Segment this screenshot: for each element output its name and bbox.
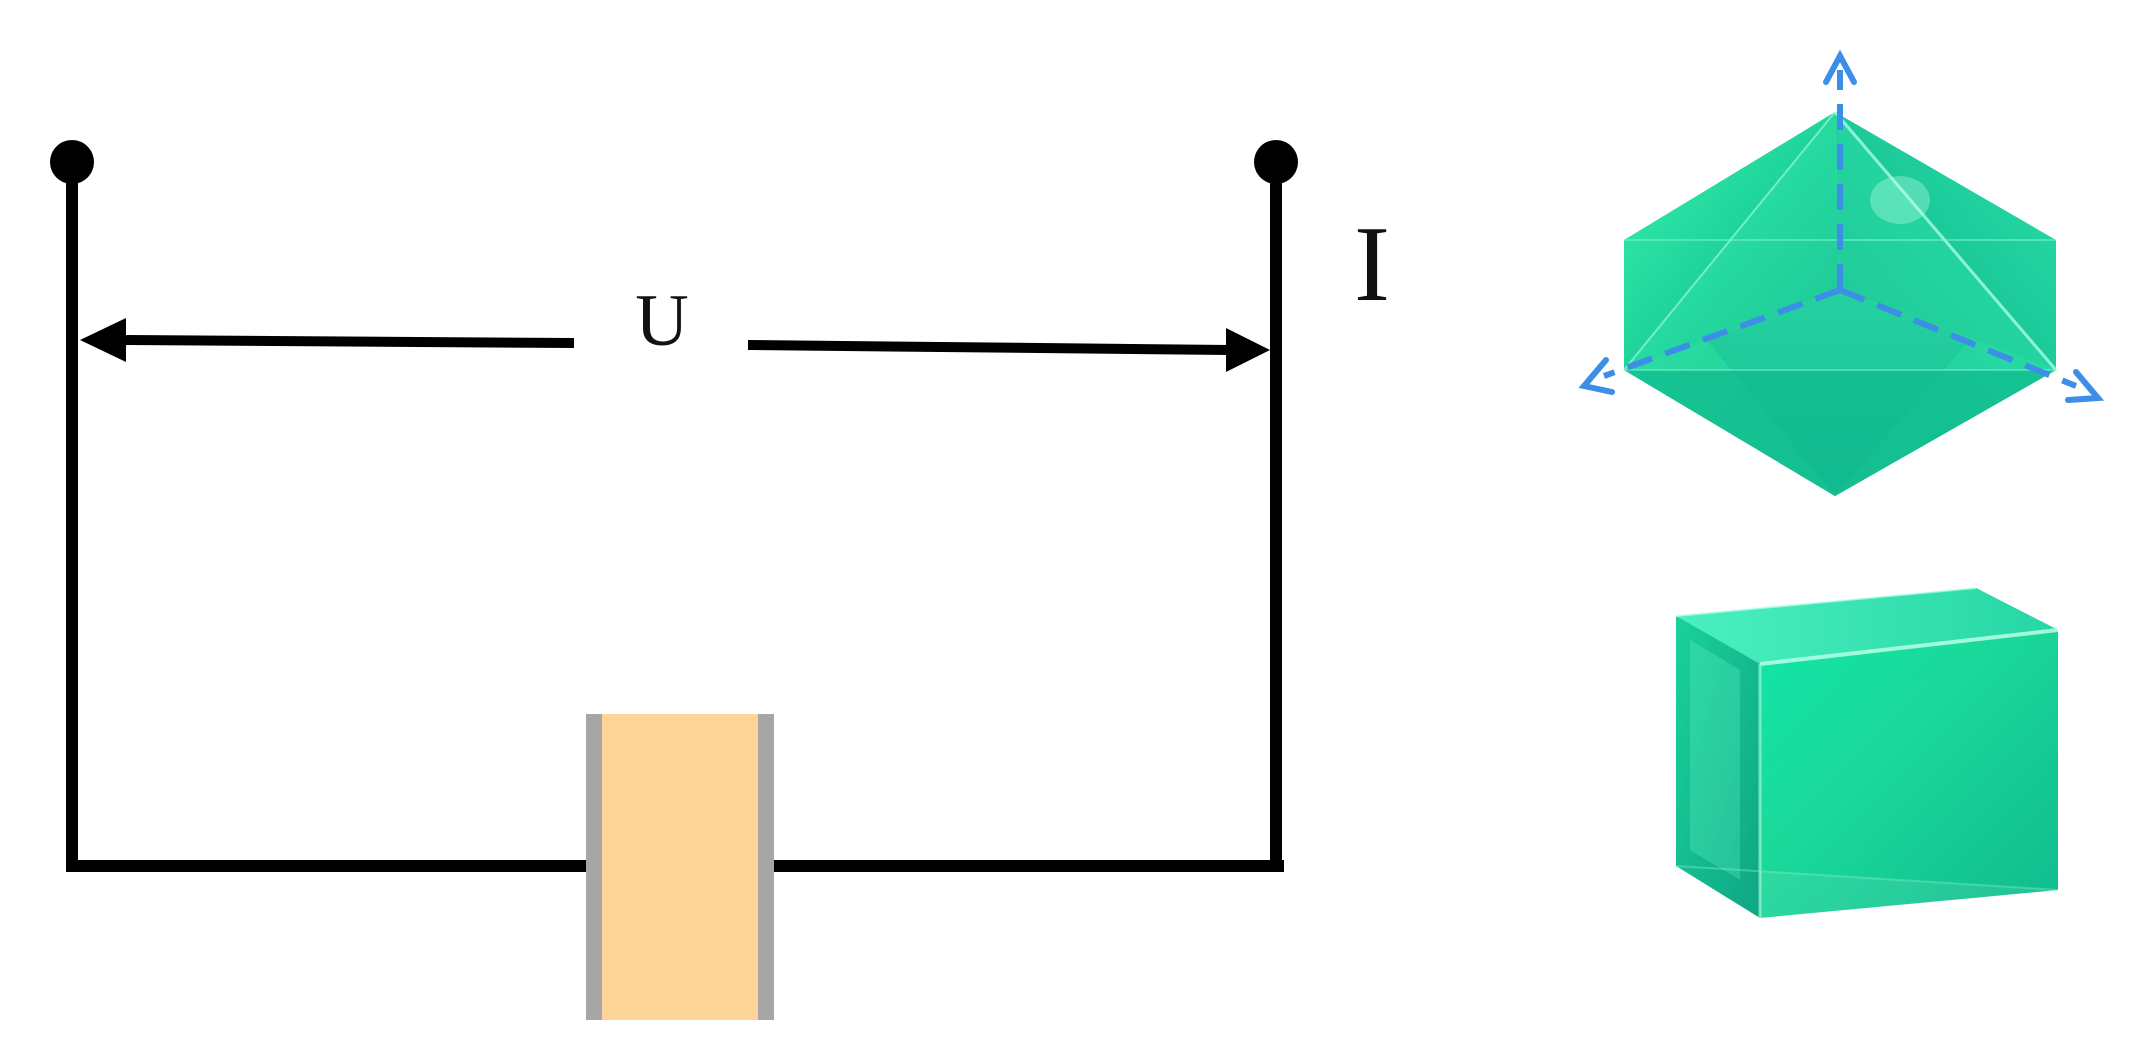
right-electrode [758,714,774,1020]
sample-element [586,714,774,1020]
left-electrode [586,714,602,1020]
voltage-arrow-left [80,318,575,362]
circuit-diagram: U I [50,140,1390,1020]
axis-arrowheads [1578,49,2105,403]
prism-crystal [1675,587,2059,918]
crystal-axes [1602,70,2078,389]
sample-body [600,714,760,1020]
current-label: I [1354,205,1390,324]
octahedron-crystal [1578,49,2105,496]
voltage-label: U [635,280,688,362]
voltage-arrow-right [747,328,1270,372]
